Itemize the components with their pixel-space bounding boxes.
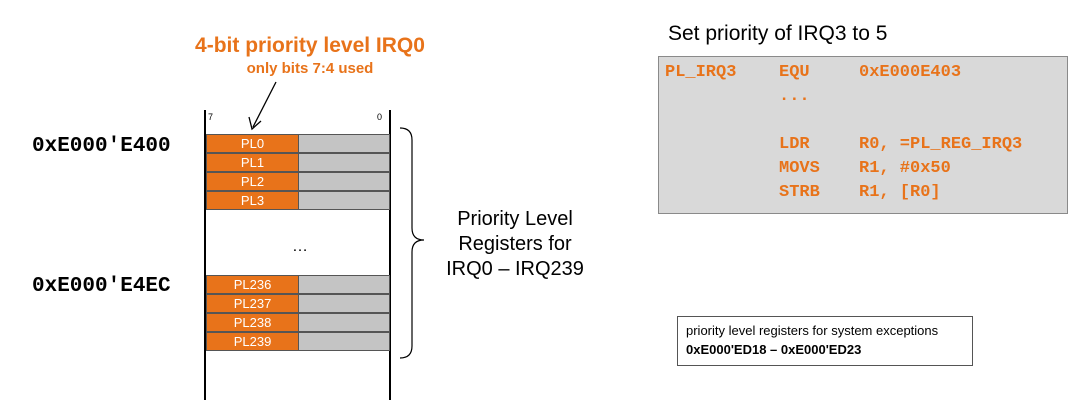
register-pl236: PL236	[206, 275, 390, 294]
register-low-bits	[299, 154, 389, 171]
register-label: PL3	[207, 192, 299, 209]
code-args: 0xE000E403	[859, 63, 962, 82]
note-address-range: 0xE000'ED18 – 0xE000'ED23	[686, 342, 862, 357]
register-label: PL236	[207, 276, 299, 293]
code-op: MOVS	[779, 159, 820, 178]
register-low-bits	[299, 295, 389, 312]
register-label: PL238	[207, 314, 299, 331]
address-bottom: 0xE000'E4EC	[32, 275, 171, 298]
diagram-heading: 4-bit priority level IRQ0	[195, 34, 425, 57]
code-label: PL_IRQ3	[665, 63, 737, 82]
diagram-subheading: only bits 7:4 used	[246, 60, 374, 77]
register-low-bits	[299, 276, 389, 293]
code-op: LDR	[779, 135, 810, 154]
register-low-bits	[299, 173, 389, 190]
brace-label-line-1: Priority Level	[457, 208, 573, 230]
brace-label: Priority Level Registers for IRQ0 – IRQ2…	[410, 207, 620, 282]
code-args: R1, [R0]	[859, 183, 941, 202]
register-label: PL239	[207, 333, 299, 350]
system-exceptions-note: priority level registers for system exce…	[677, 316, 973, 366]
brace-label-line-3: IRQ0 – IRQ239	[446, 258, 584, 280]
register-column-right-edge	[389, 110, 391, 400]
brace-label-line-2: Registers for	[458, 233, 572, 255]
pointer-arrow-head	[248, 116, 262, 131]
register-label: PL2	[207, 173, 299, 190]
register-column-left-edge	[204, 110, 206, 400]
bit-high-label: 7	[208, 112, 214, 122]
register-label: PL237	[207, 295, 299, 312]
register-pl2: PL2	[206, 172, 390, 191]
register-pl239: PL239	[206, 332, 390, 351]
pointer-arrow-line	[252, 81, 277, 128]
code-op: EQU	[779, 63, 810, 82]
code-op: ...	[779, 87, 810, 106]
code-title: Set priority of IRQ3 to 5	[668, 22, 888, 45]
register-low-bits	[299, 314, 389, 331]
address-top: 0xE000'E400	[32, 135, 171, 158]
note-text: priority level registers for system exce…	[686, 323, 939, 338]
register-label: PL0	[207, 135, 299, 152]
register-low-bits	[299, 192, 389, 209]
code-args: R0, =PL_REG_IRQ3	[859, 135, 1023, 154]
register-low-bits	[299, 333, 389, 350]
register-pl237: PL237	[206, 294, 390, 313]
registers-brace	[399, 127, 425, 359]
register-pl1: PL1	[206, 153, 390, 172]
bit-low-label: 0	[377, 112, 383, 122]
register-pl238: PL238	[206, 313, 390, 332]
code-args: R1, #0x50	[859, 159, 951, 178]
register-pl0: PL0	[206, 134, 390, 153]
register-label: PL1	[207, 154, 299, 171]
code-op: STRB	[779, 183, 820, 202]
register-ellipsis: …	[292, 238, 308, 255]
register-low-bits	[299, 135, 389, 152]
register-pl3: PL3	[206, 191, 390, 210]
code-block: PL_IRQ3 EQU 0xE000E403 ... LDR R0, =PL_R…	[658, 56, 1068, 214]
